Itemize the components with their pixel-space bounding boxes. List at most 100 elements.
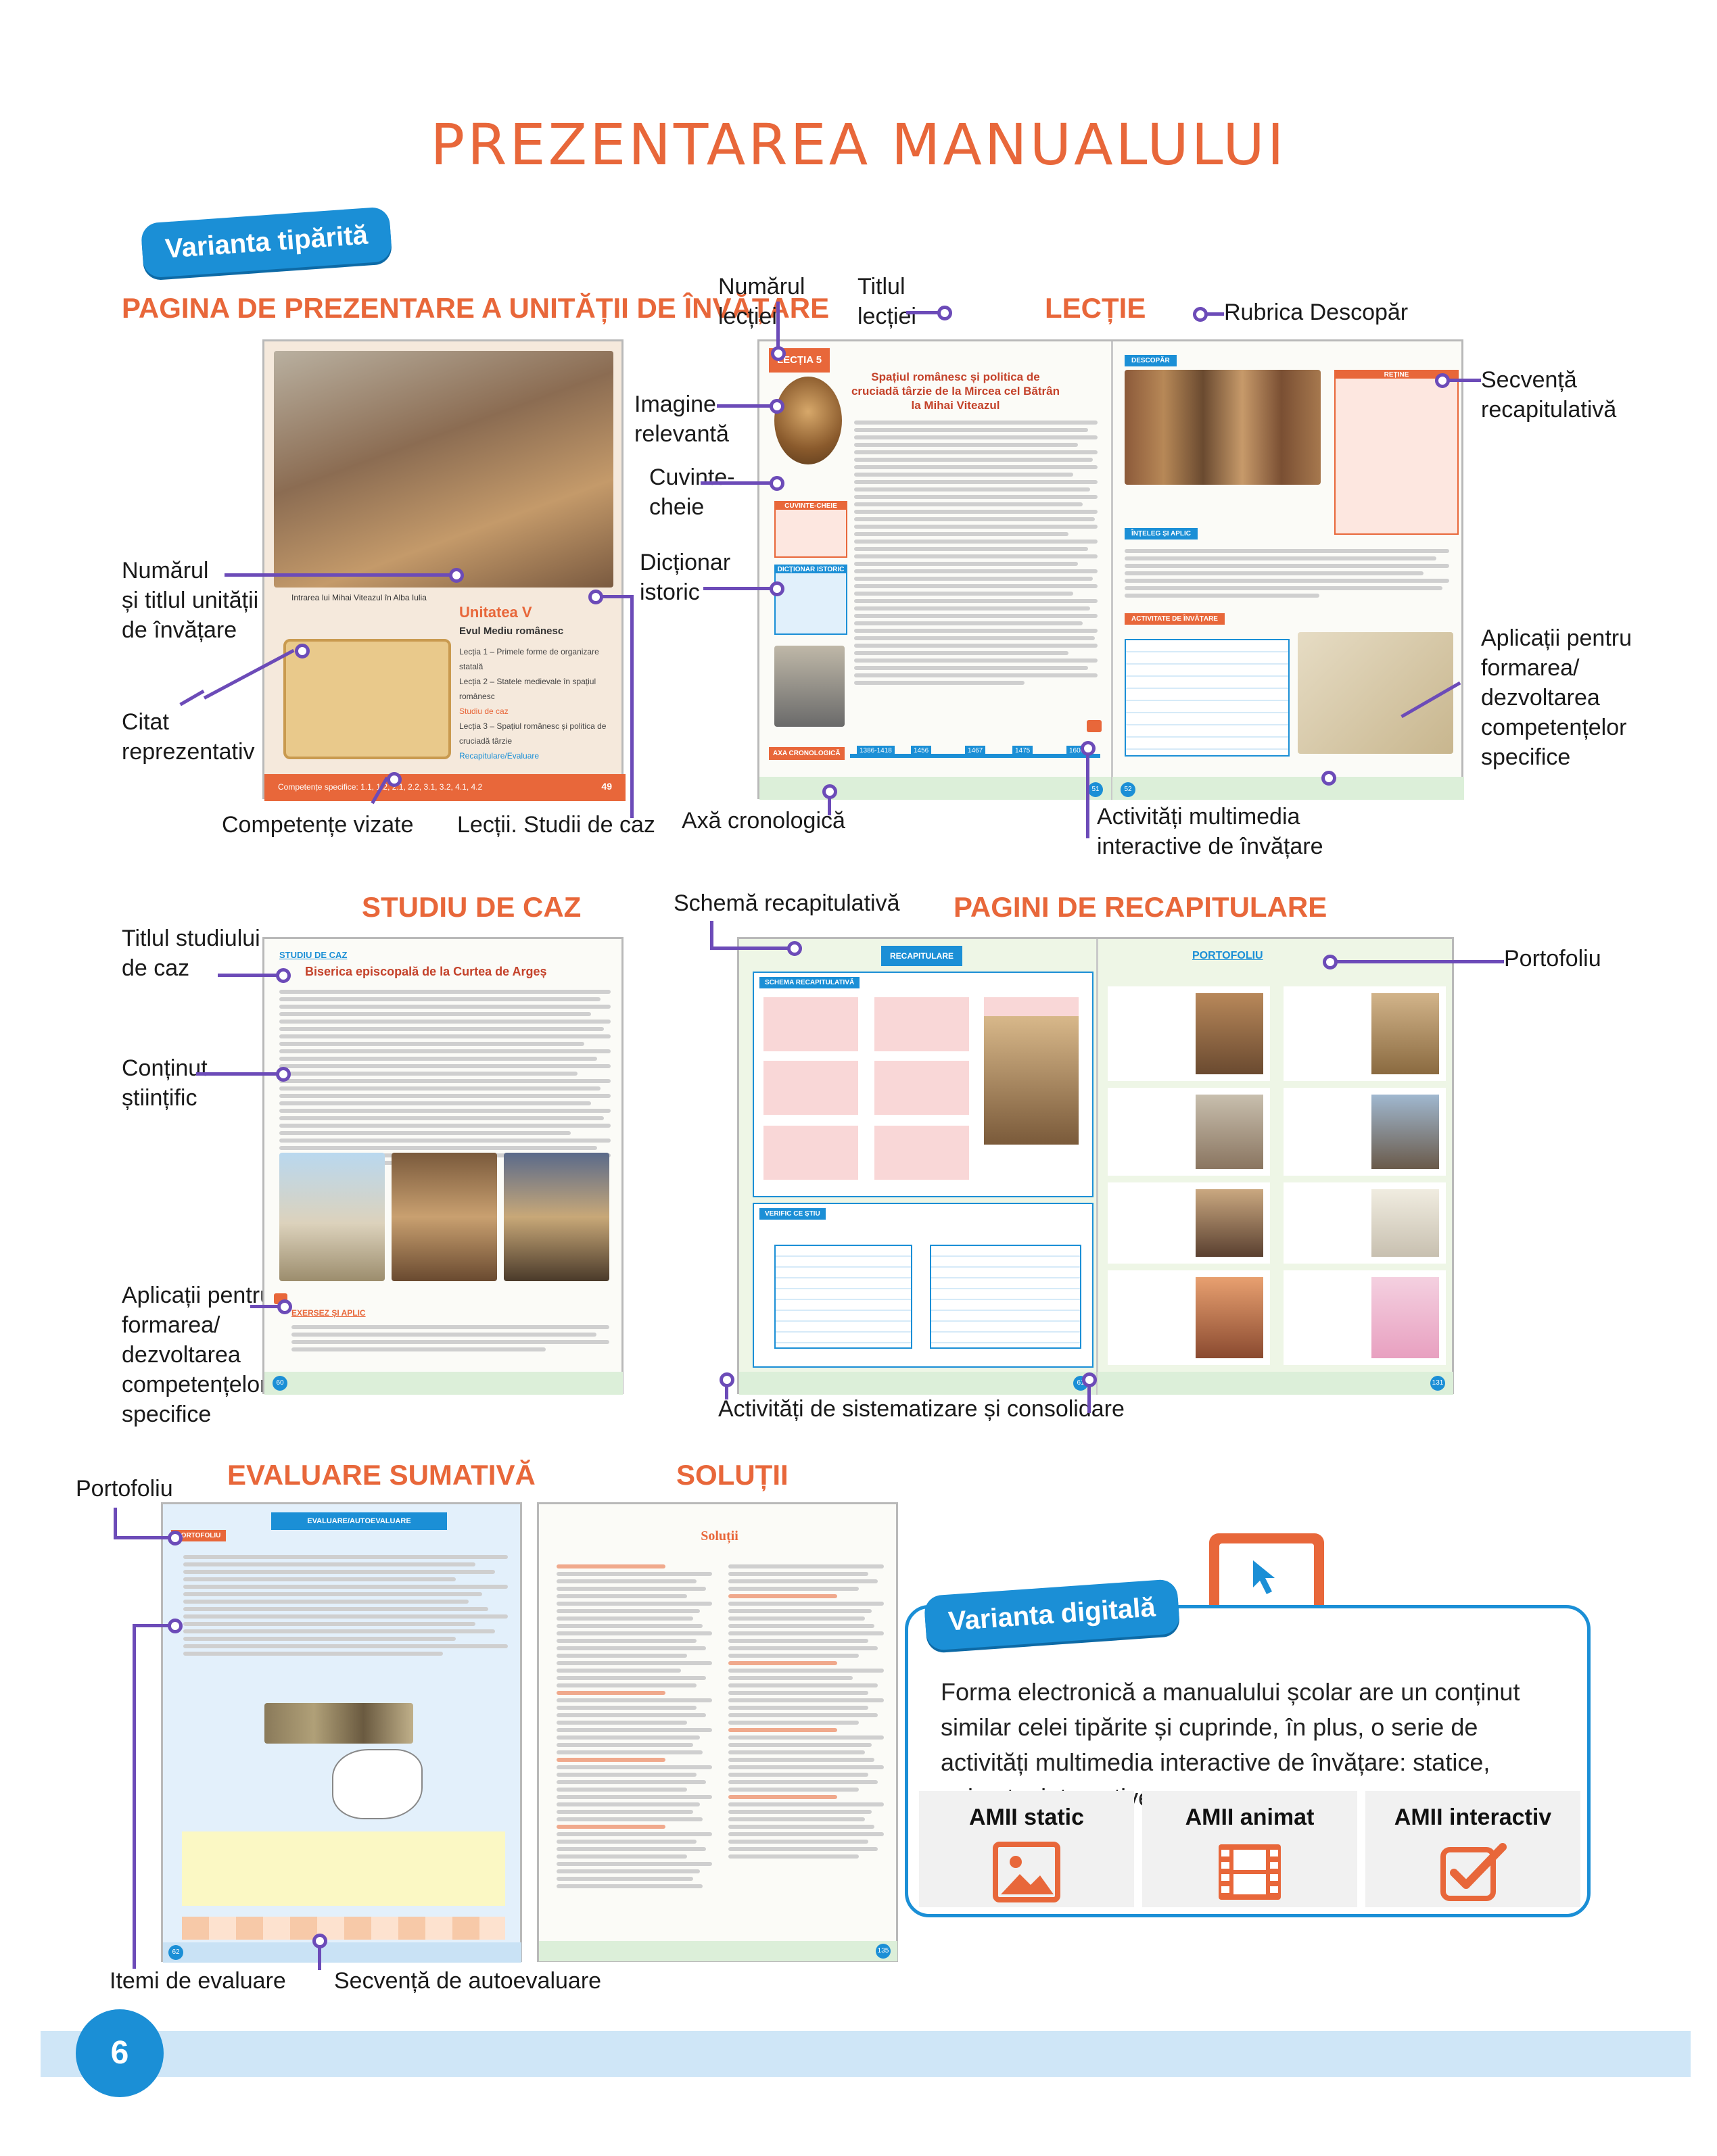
case-study-title: Biserica episcopală de la Curtea de Arge…: [305, 965, 547, 978]
romania-map: [332, 1749, 423, 1819]
source-texts: [182, 1831, 505, 1906]
portrait-mihai: [774, 646, 845, 727]
lesson-right-text: [1125, 546, 1449, 601]
timeline: AXA CRONOLOGICĂ 1386-1418 1456 1467 1475…: [769, 744, 1107, 767]
apply-tag: EXERSEZ ȘI APLIC: [291, 1308, 366, 1318]
competences-bar: Competențe specifice: 1.1, 1.2, 2.1, 2.2…: [264, 774, 626, 801]
lesson-right-footer: 52: [1112, 777, 1464, 800]
lesson-title: Spațiul românesc și politica de cruciadă…: [851, 370, 1060, 412]
recap-scheme-box: SCHEMA RECAPITULATIVĂ: [753, 972, 1093, 1197]
case-study-tag: STUDIU DE CAZ: [279, 950, 348, 960]
unit-lesson-item: Lecția 3 – Spațiul românesc și politica …: [459, 721, 607, 746]
amii-animated-card: AMII animat: [1142, 1791, 1357, 1907]
label-lessons-cases: Lecții. Studii de caz: [457, 812, 655, 838]
summative-page-mockup: PORTOFOLIU EVALUARE/AUTOEVALUARE 62: [161, 1502, 522, 1963]
activity-table: [1125, 639, 1290, 757]
film-icon: [1216, 1842, 1284, 1902]
recap-tag: RECAPITULARE: [881, 946, 962, 966]
unit-intro-page-mockup: Intrarea lui Mihai Viteazul în Alba Iuli…: [262, 339, 626, 801]
scheme-tag: SCHEMA RECAPITULATIVĂ: [759, 977, 860, 988]
quote-scroll: [283, 639, 451, 759]
bottom-bar: [41, 2031, 1691, 2077]
amii-interactive-card: AMII interactiv: [1365, 1791, 1580, 1907]
timeline-label: AXA CRONOLOGICĂ: [769, 747, 845, 760]
portfolio-grid: [1108, 986, 1446, 1365]
solutions-col-right: [728, 1561, 884, 1862]
recap-sequence-box: REȚINE: [1334, 370, 1459, 535]
label-self-evaluation: Secvență de autoevaluare: [334, 1968, 602, 1994]
section-title-summative: EVALUARE SUMATIVĂ: [227, 1459, 536, 1491]
summative-photos: [264, 1703, 413, 1744]
lesson-spread-mockup: LECȚIA 5 Spațiul românesc și politica de…: [757, 339, 1464, 800]
image-icon: [993, 1842, 1060, 1902]
case-footer: 60: [264, 1372, 623, 1395]
lesson-body-text: [854, 417, 1098, 688]
painting-caption: Intrarea lui Mihai Viteazul în Alba Iuli…: [291, 593, 427, 602]
unit-lesson-item: Studiu de caz: [459, 706, 509, 716]
timeline-year: 1467: [965, 746, 986, 756]
label-portfolio-left: Portofoliu: [76, 1476, 173, 1502]
page-title: PREZENTAREA MANUALULUI: [430, 112, 1287, 178]
verify-tag: VERIFIC CE ȘTIU: [759, 1208, 826, 1220]
rulers-portraits: [1125, 370, 1321, 485]
summative-items-text: [183, 1552, 508, 1659]
checkbox-icon: [1439, 1842, 1507, 1902]
verify-box: VERIFIC CE ȘTIU: [753, 1203, 1093, 1368]
unit-lessons-list: Lecția 1 – Primele forme de organizare s…: [459, 644, 615, 763]
unit-lesson-item: Lecția 1 – Primele forme de organizare s…: [459, 647, 599, 671]
page-number: 6: [76, 2009, 164, 2097]
label-timeline: Axă cronologică: [682, 808, 845, 834]
label-portfolio-right: Portofoliu: [1504, 946, 1601, 972]
activity-tag: ACTIVITATE DE ÎNVĂȚARE: [1125, 613, 1225, 625]
church-photo: [279, 1153, 385, 1281]
self-eval-table: [182, 1917, 505, 1940]
section-title-solutions: SOLUȚII: [676, 1459, 789, 1491]
solutions-col-left: [557, 1561, 712, 1892]
section-title-recap: PAGINI DE RECAPITULARE: [954, 891, 1327, 923]
summative-portfolio-tag: PORTOFOLIU: [171, 1530, 227, 1541]
timeline-year: 1475: [1012, 746, 1033, 756]
keywords-box: CUVINTE-CHEIE: [774, 501, 847, 558]
dictionary-box: DICȚIONAR ISTORIC: [774, 565, 847, 635]
portrait-photo: [504, 1153, 609, 1281]
timeline-year: 1456: [911, 746, 932, 756]
digital-version-box: Forma electronică a manualului școlar ar…: [905, 1605, 1591, 1917]
unit-lesson-item: Lecția 2 – Statele medievale în spațiul …: [459, 677, 596, 701]
label-evaluation-items: Itemi de evaluare: [110, 1968, 286, 1994]
recap-left-footer: 61: [739, 1372, 1096, 1395]
label-systematization: Activități de sistematizare și consolida…: [718, 1396, 1125, 1422]
recap-right-footer: 131: [1098, 1372, 1453, 1395]
amii-animated-label: AMII animat: [1185, 1804, 1315, 1830]
case-study-body-text: [279, 986, 611, 1168]
unit-page-number: 49: [601, 781, 612, 792]
solutions-footer: 135: [539, 1941, 897, 1961]
solutions-page-mockup: Soluții 135: [537, 1502, 898, 1962]
print-version-badge: Varianta tipărită: [140, 206, 393, 279]
map-image: [1298, 632, 1453, 754]
section-title-case-study: STUDIU DE CAZ: [362, 891, 582, 923]
timeline-year: 1386-1418: [857, 746, 895, 756]
label-discover: Rubrica Descopăr: [1224, 300, 1409, 325]
portrait-mircea: [774, 377, 842, 464]
fresco-photo: [392, 1153, 497, 1281]
apply-text: [291, 1322, 609, 1355]
summative-footer: 62: [163, 1942, 521, 1963]
label-keywords: Cuvinte-cheie: [649, 464, 735, 520]
section-title-unit-intro: PAGINA DE PREZENTARE A UNITĂȚII DE ÎNVĂȚ…: [122, 292, 830, 324]
case-study-page-mockup: STUDIU DE CAZ Biserica episcopală de la …: [262, 937, 624, 1395]
lesson-left-footer: 51: [759, 777, 1111, 800]
multimedia-icon[interactable]: [1087, 720, 1102, 732]
unit-intro-painting: [274, 351, 613, 588]
digital-description: Forma electronică a manualului școlar ar…: [941, 1678, 1520, 1811]
solutions-title: Soluții: [701, 1529, 738, 1543]
